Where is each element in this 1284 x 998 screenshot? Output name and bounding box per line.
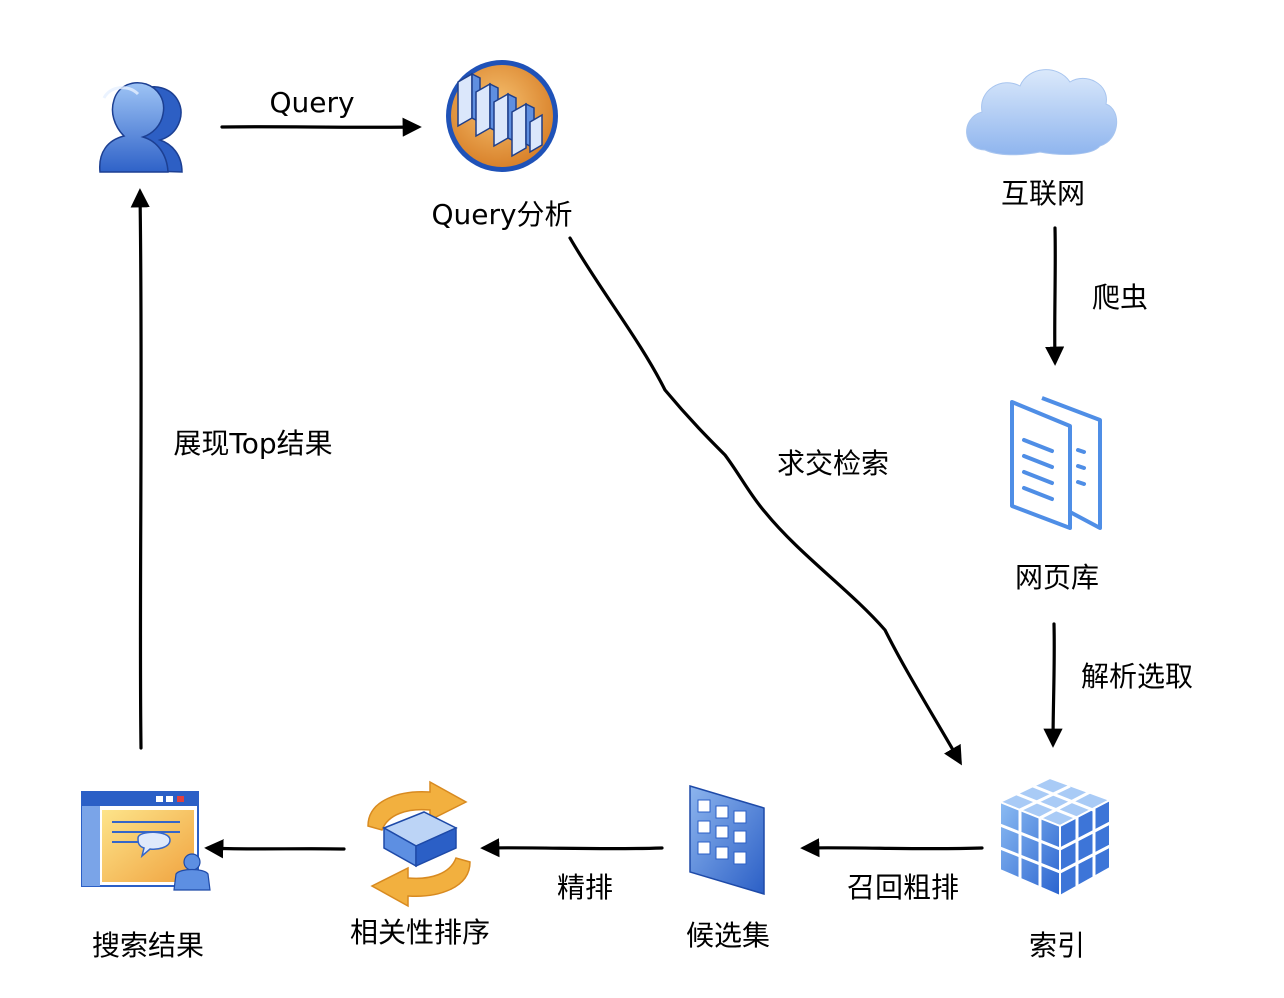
node-internet: 互联网 bbox=[966, 69, 1118, 210]
edge-query bbox=[220, 117, 422, 137]
node-label-search-results: 搜索结果 bbox=[92, 929, 204, 962]
cube-icon bbox=[997, 776, 1113, 898]
edge-label-show-top: 展现Top结果 bbox=[173, 427, 332, 460]
node-query-analysis: Query分析 bbox=[431, 60, 573, 231]
node-user bbox=[99, 82, 183, 173]
edge-parse-select bbox=[1043, 622, 1063, 748]
edge-label-intersect-retrieval: 求交检索 bbox=[777, 447, 889, 480]
node-web-library: 网页库 bbox=[1010, 396, 1102, 594]
edge-label-query: Query bbox=[269, 86, 354, 119]
edge-fine-ranking bbox=[480, 838, 664, 858]
users-icon bbox=[99, 82, 183, 173]
node-candidate-set: 候选集 bbox=[686, 784, 770, 952]
edge-recall-coarse bbox=[800, 838, 984, 858]
edge-crawler bbox=[1045, 226, 1065, 366]
edge-label-fine-ranking: 精排 bbox=[557, 871, 613, 904]
node-label-relevance-ranking: 相关性排序 bbox=[350, 916, 490, 949]
node-label-query-analysis: Query分析 bbox=[431, 198, 572, 231]
node-index: 索引 bbox=[997, 776, 1113, 962]
grid-panel-icon bbox=[689, 784, 765, 896]
browser-window-icon bbox=[81, 791, 211, 891]
edge-intersect-retrieval bbox=[568, 236, 962, 766]
node-label-candidate-set: 候选集 bbox=[686, 919, 770, 952]
server-rack-icon bbox=[446, 60, 558, 172]
edge-label-parse-select: 解析选取 bbox=[1081, 660, 1193, 693]
edge-show-top bbox=[130, 188, 150, 750]
node-label-web-library: 网页库 bbox=[1015, 561, 1099, 594]
node-label-index: 索引 bbox=[1029, 929, 1085, 962]
node-label-internet: 互联网 bbox=[1001, 177, 1085, 210]
edge-label-recall-coarse: 召回粗排 bbox=[847, 871, 959, 904]
documents-icon bbox=[1010, 396, 1102, 530]
node-search-results: 搜索结果 bbox=[81, 791, 211, 962]
cloud-icon bbox=[966, 69, 1118, 156]
edge-to-results bbox=[204, 839, 346, 859]
node-relevance-ranking: 相关性排序 bbox=[350, 780, 490, 949]
sync-device-icon bbox=[367, 780, 471, 908]
edge-label-crawler: 爬虫 bbox=[1092, 281, 1148, 314]
